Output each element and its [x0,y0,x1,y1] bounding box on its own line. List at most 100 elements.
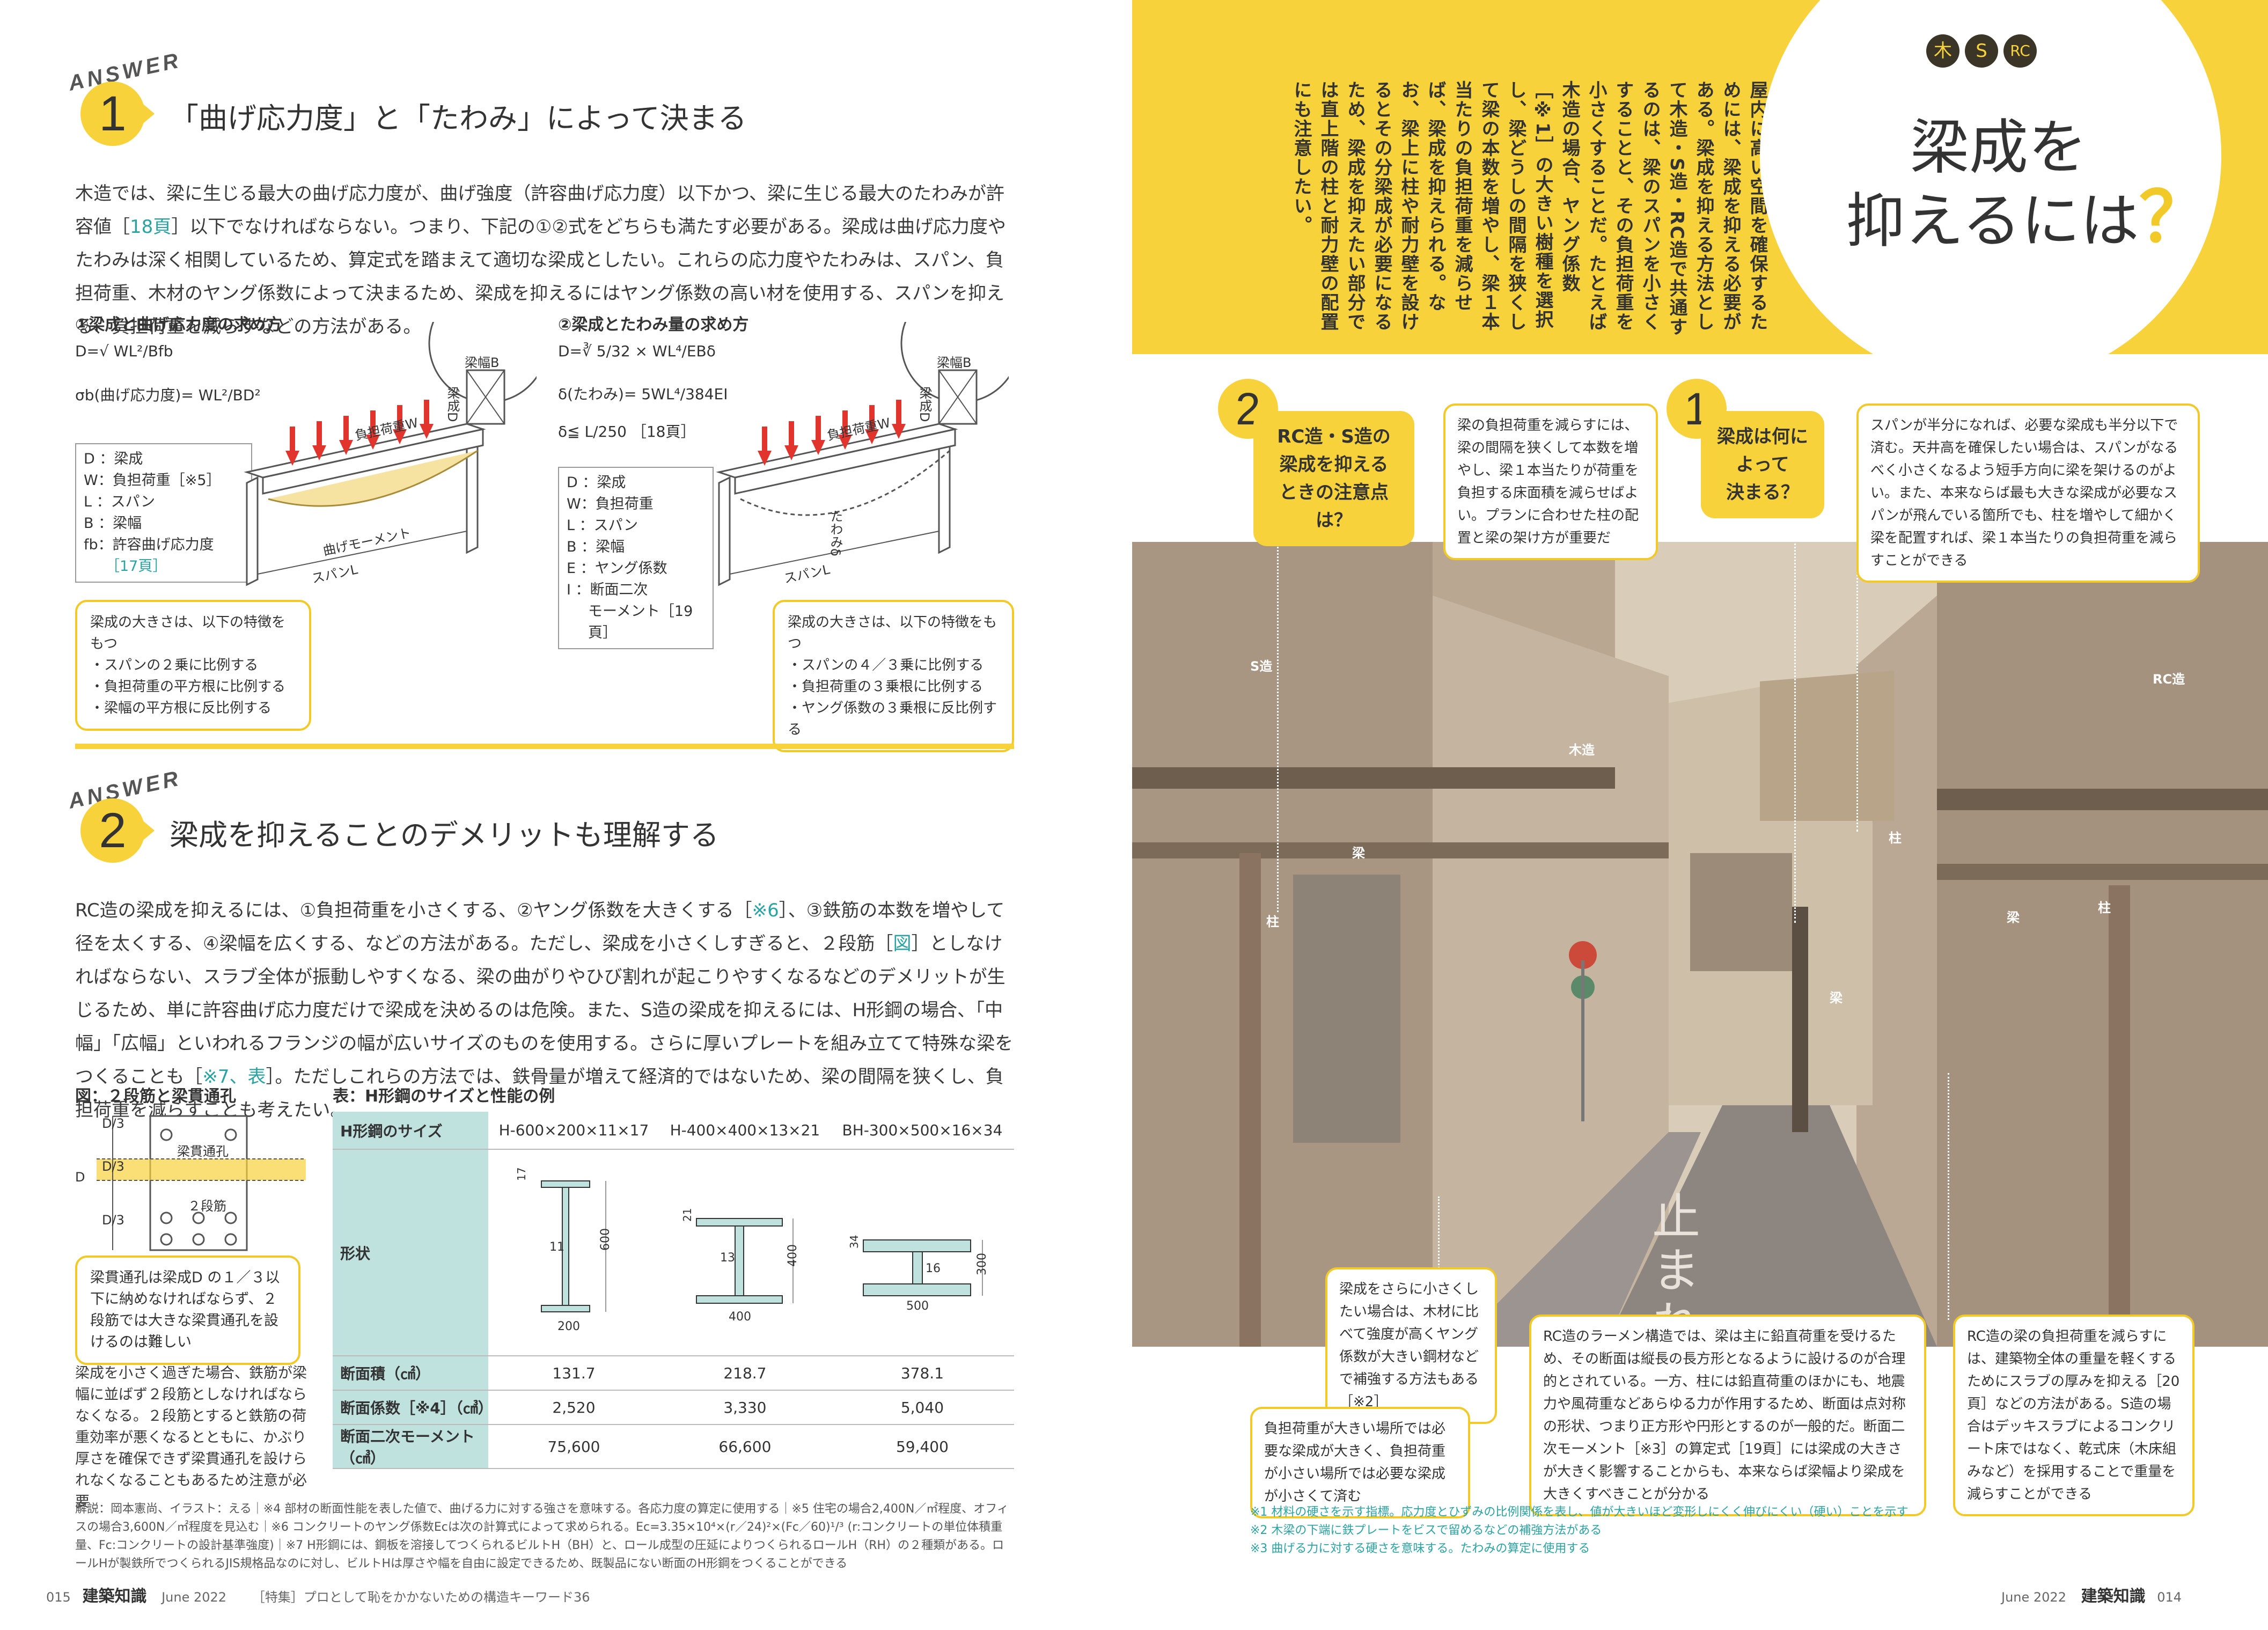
table-cell: 3,330 [659,1390,831,1425]
note-bending: 梁成の大きさは、以下の特徴をもつ ・スパンの２乗に比例する ・負担荷重の平方根に… [75,600,311,731]
callout-span: スパンが半分になれば、必要な梁成も半分以下で済む。天井高を確保したい場合は、スパ… [1856,403,2200,583]
dim-h: 600 [599,1228,612,1251]
table-cell: 75,600 [488,1425,659,1469]
callout-wood-reinforce: 梁成をさらに小さくしたい場合は、木材に比べて強度が高くヤング係数が大きい鋼材など… [1325,1267,1497,1424]
dim-tf: 21 [681,1208,694,1222]
h-section-icon: 400 13 400 21 [681,1208,799,1324]
answer-title-2: 梁成を抑えることのデメリットも理解する [170,818,719,852]
scene-label-column-2: 柱 [1889,831,1902,846]
label-hole: 梁貫通孔 [177,1144,229,1159]
label-d3b: D/3 [102,1159,124,1174]
section-deflection: ②梁成とたわみ量の求め方 [558,315,749,334]
dim-tw: 11 [549,1240,564,1254]
footer-left: 015 建築知識 June 2022 ［特集］プロとして恥をかかないための構造キ… [46,1583,590,1606]
label-beam-depth: 梁成D [445,386,460,422]
shape-h600: 600 11 200 17 [488,1149,659,1356]
answer-2-text-b: ］、③鉄筋の本数を増やして径を太くする、④梁幅を広くする、などの方法がある。ただ… [75,900,1005,954]
legend-1: D ：梁成 W：負担荷重［※5］ L ：スパン B ：梁幅 fb：許容曲げ応力度… [75,443,252,583]
note-line: ・負担荷重の平方根に比例する [90,679,286,695]
label-d3a: D/3 [102,1116,124,1131]
ref-17[interactable]: ［17頁］ [105,558,167,575]
note-line: ・スパンの２乗に比例する [90,657,259,673]
h-steel-table: H形鋼のサイズ H-600×200×11×17 H-400×400×13×21 … [333,1112,1014,1469]
note-deflection: 梁成の大きさは、以下の特徴をもつ ・スパンの４／３乗に比例する ・負担荷重の３乗… [773,600,1014,752]
tag-wood: 木 [1926,34,1959,68]
table-row-label: 断面二次モーメント（㎤） [333,1425,488,1469]
table-cell: 59,400 [830,1425,1014,1469]
note-line: ・スパンの４／３乗に比例する [788,657,984,673]
headline: 梁成を 抑えるには？ [1846,113,2221,256]
scene-label-column-1: 柱 [1266,914,1279,929]
legend-item: E ：ヤング係数 [567,560,667,577]
formula-sigma: σb(曲げ応力度)= WL²/BD² [75,386,261,404]
table-cell: 5,040 [830,1390,1014,1425]
question-1-line: よって [1736,454,1789,475]
footnote-2: ※2 木梁の下端に鉄プレートをビスで留めるなどの補強方法がある [1250,1524,1602,1537]
formula-delta-limit: δ≦ L/250 ［18頁］ [558,423,696,440]
dim-b: 200 [557,1320,580,1333]
footnote-left: 解説：岡本憲尚、イラスト：える｜※4 部材の断面性能を表した値で、曲げる力に対す… [75,1502,1009,1570]
ref-figure[interactable]: 図 [893,933,912,954]
legend-item: I ：断面二次 [567,582,648,598]
callout-load: 負担荷重が大きい場所では必要な梁成が大きく、負担荷重が小さい場所では必要な梁成が… [1250,1407,1470,1518]
formula-d2: D=∛ 5/32 × WL⁴/EBδ [558,342,716,360]
question-1-line: 梁成は何に [1717,426,1808,447]
answer-number-2: 2 [80,798,145,863]
tag-rc: RC [2003,34,2037,68]
section-bending: ①梁成と曲げ応力度の求め方 [75,315,282,334]
answer-title-1: 「曲げ応力度」と「たわみ」によって決まる [170,101,747,135]
shape-h400: 400 13 400 21 [659,1149,831,1356]
scene-label-beam-1: 梁 [1352,846,1365,861]
table-header-col1: H-600×200×11×17 [488,1112,659,1150]
question-2-line: ときの注意点は？ [1279,482,1389,531]
figure-text: 梁成を小さく過ぎた場合、鉄筋が梁幅に並ばず２段筋としなければならなくなる。２段筋… [75,1365,307,1510]
note-line: 梁成の大きさは、以下の特徴をもつ [788,614,997,652]
legend-item: D ：梁成 [567,474,626,491]
table-cell: 2,520 [488,1390,659,1425]
scene-label-beam-3: 梁 [1830,990,1843,1005]
callout-rc-frame: RC造のラーメン構造では、梁は主に鉛直荷重を受けるため、その断面は縦長の長方形と… [1529,1315,1926,1516]
answer-1-text-b: ］以下でなければならない。つまり、下記の①②式をどちらも満たす必要がある。梁成は… [75,216,1006,337]
ref-note-6[interactable]: ※6 [752,900,779,921]
beam-diagram-deflection [716,322,1009,586]
leader-line [1277,537,1279,912]
formula-delta: δ(たわみ)= 5WL⁴/384EI [558,385,728,403]
footer-right: June 2022 建築知識 014 [2001,1583,2182,1606]
leader-line [1794,504,1796,923]
street-illustration [1132,542,2268,1347]
table-cell: 131.7 [488,1356,659,1391]
note-line: ・梁幅の平方根に反比例する [90,700,272,716]
leader-line [1438,1196,1440,1288]
dim-tw: 16 [926,1262,941,1275]
magazine-logo-left: 建築知識 [82,1587,147,1606]
ref-note-7-table[interactable]: ※7、表 [202,1066,266,1088]
note-line: ・ヤング係数の３乗根に反比例する [788,700,997,738]
rebar-diagram [97,1115,306,1251]
tag-steel: S [1965,34,1998,68]
label-d3c: D/3 [102,1213,124,1228]
legend-item: W：負担荷重 [567,496,654,512]
label-deflection: たわみδ [828,510,843,556]
table-header-col2: H-400×400×13×21 [659,1112,831,1150]
table-row-shape-label: 形状 [333,1149,488,1356]
callout-rc-slab: RC造の梁の負担荷重を減らすには、建築物全体の重量を軽くするためにスラブの厚みを… [1953,1315,2194,1516]
table-row-label: 断面積（㎠） [333,1356,488,1391]
table-title: 表：H形鋼のサイズと性能の例 [333,1087,555,1106]
shape-bh300: 300 16 500 34 [830,1149,1014,1356]
answer-1-body: 木造では、梁に生じる最大の曲げ応力度が、曲げ強度（許容曲げ応力度）以下かつ、梁に… [75,177,1014,343]
dim-h: 300 [975,1253,989,1275]
legend-item: L ：スパン [567,517,638,534]
ref-18[interactable]: 18頁 [130,216,172,238]
question-2-line: RC造・S造の [1277,426,1391,447]
footnote-3: ※3 曲げる力に対する硬さを意味する。たわみの算定に使用する [1250,1542,1590,1555]
legend-item: モーメント［19頁］ [588,603,693,641]
legend-item: B ：梁幅 [567,539,625,555]
scene-label-rc: RC造 [2153,672,2185,687]
section-divider [75,744,1014,749]
note-line: 梁成の大きさは、以下の特徴をもつ [90,614,286,652]
table-cell: 378.1 [830,1356,1014,1391]
table-cell: 66,600 [659,1425,831,1469]
note-line: ・負担荷重の３乗根に比例する [788,679,983,695]
issue-date-right: June 2022 [2001,1590,2066,1605]
legend-item: W：負担荷重［※5］ [84,472,221,489]
